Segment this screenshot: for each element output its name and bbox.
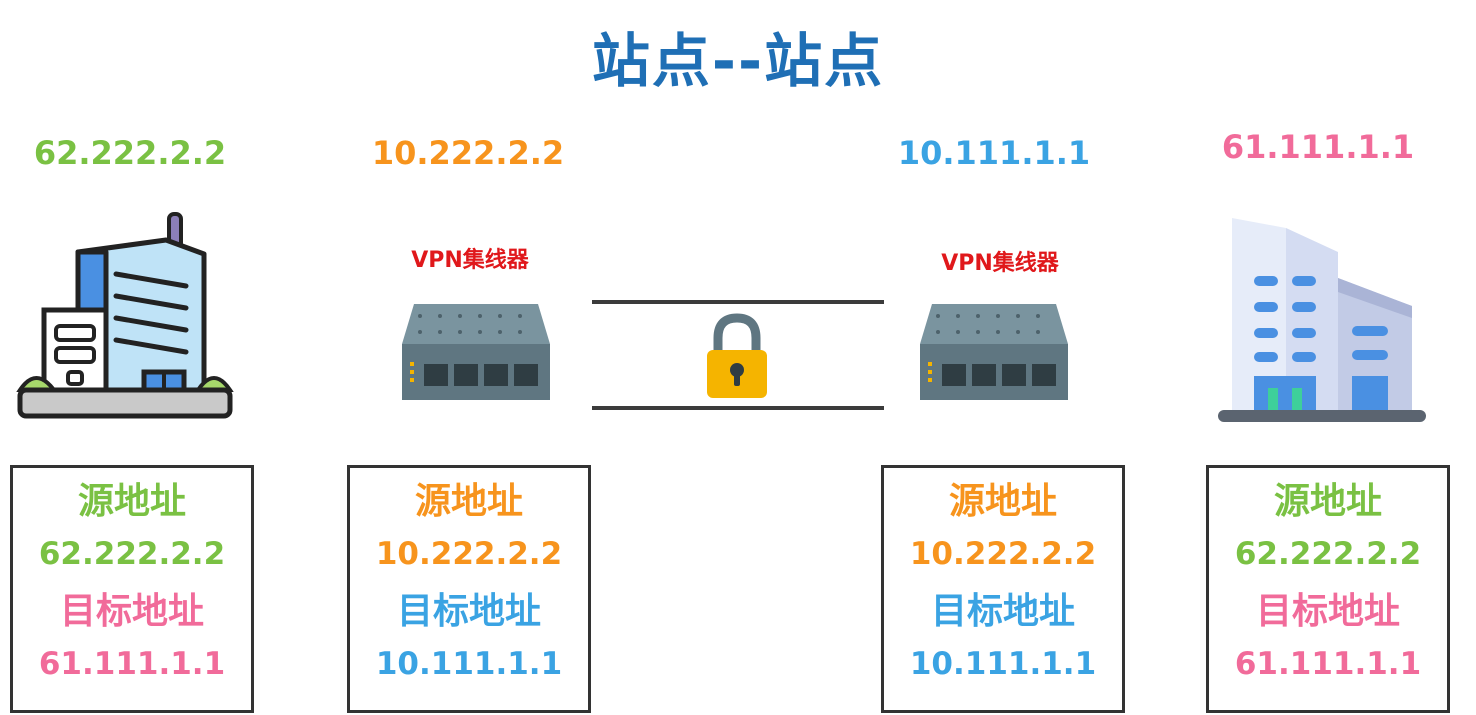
hub-b-label: VPN集线器	[941, 251, 1059, 276]
source-address-label: 源地址	[414, 481, 523, 522]
ip-hub-b: 10.111.1.1	[897, 134, 1091, 172]
packet-box-4: 源地址 62.222.2.2 目标地址 61.111.1.1	[1206, 465, 1450, 713]
destination-address-label: 目标地址	[59, 591, 204, 632]
ip-hub-a: 10.222.2.2	[371, 134, 565, 172]
destination-address-label: 目标地址	[1255, 591, 1400, 632]
packet-box-1: 源地址 62.222.2.2 目标地址 61.111.1.1	[10, 465, 254, 713]
packet-box-3: 源地址 10.222.2.2 目标地址 10.111.1.1	[881, 465, 1125, 713]
destination-address-value: 10.111.1.1	[909, 646, 1097, 682]
source-address-label: 源地址	[1273, 481, 1382, 522]
tunnel-bottom-line	[592, 406, 884, 410]
destination-address-label: 目标地址	[930, 591, 1075, 632]
padlock-icon	[707, 313, 767, 398]
ip-site-b: 61.111.1.1	[1221, 128, 1415, 166]
hub-a-label: VPN集线器	[411, 248, 529, 273]
ip-site-a: 62.222.2.2	[33, 134, 227, 172]
vpn-hub-icon	[920, 304, 1068, 400]
office-building-icon	[1218, 218, 1426, 422]
source-address-value: 10.222.2.2	[909, 536, 1097, 572]
page-title: 站点--站点	[591, 27, 885, 95]
source-address-value: 10.222.2.2	[375, 536, 563, 572]
destination-address-value: 61.111.1.1	[38, 646, 226, 682]
source-address-value: 62.222.2.2	[38, 536, 226, 572]
office-building-icon	[16, 212, 234, 419]
packet-box-2: 源地址 10.222.2.2 目标地址 10.111.1.1	[347, 465, 591, 713]
tunnel-top-line	[592, 300, 884, 304]
source-address-value: 62.222.2.2	[1234, 536, 1422, 572]
source-address-label: 源地址	[948, 481, 1057, 522]
destination-address-label: 目标地址	[396, 591, 541, 632]
vpn-hub-icon	[402, 304, 550, 400]
destination-address-value: 61.111.1.1	[1234, 646, 1422, 682]
destination-address-value: 10.111.1.1	[375, 646, 563, 682]
source-address-label: 源地址	[77, 481, 186, 522]
